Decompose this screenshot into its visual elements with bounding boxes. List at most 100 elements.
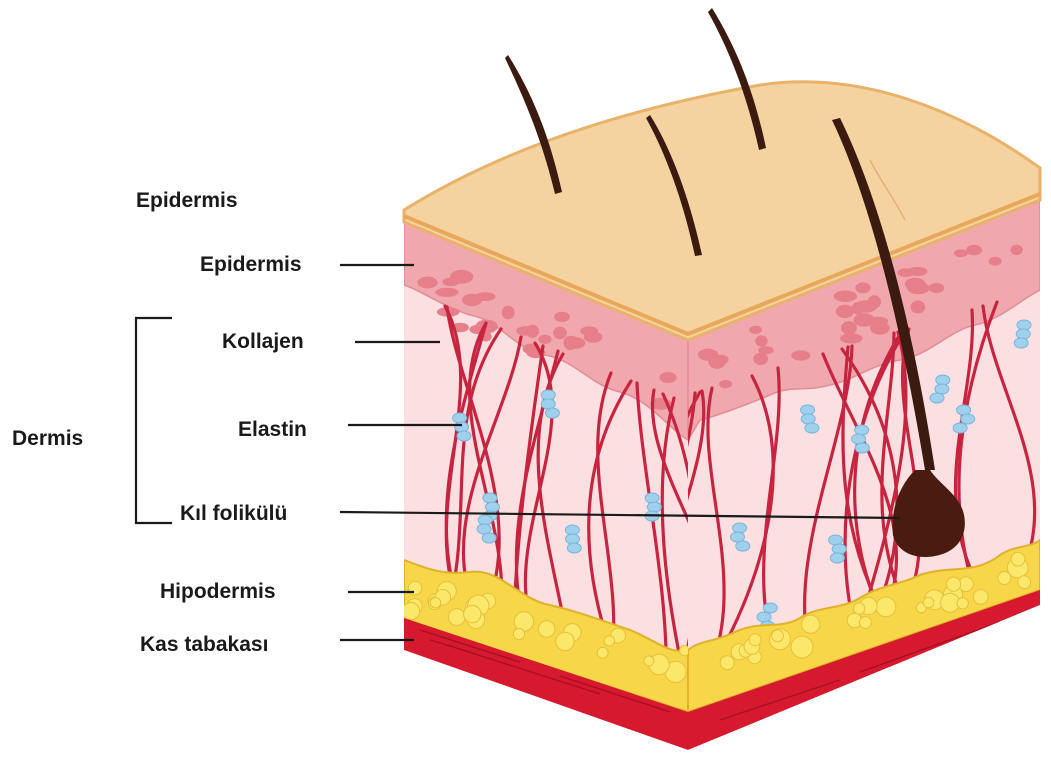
epidermis-cell	[538, 335, 551, 344]
fat-cell	[1018, 576, 1031, 589]
elastin-dot	[829, 535, 843, 545]
elastin-dot	[930, 393, 944, 403]
elastin-dot	[855, 443, 869, 453]
elastin-dot	[482, 533, 496, 543]
epidermis-cell	[911, 301, 926, 314]
label-kas-tabakasi: Kas tabakası	[140, 634, 268, 655]
epidermis-cell	[462, 294, 482, 306]
elastin-dot	[453, 413, 467, 423]
fat-cell	[772, 630, 784, 642]
fat-cell	[402, 602, 419, 619]
epidermis-cell	[989, 257, 1002, 266]
dermis-bracket	[136, 318, 172, 523]
elastin-dot	[757, 612, 771, 622]
elastin-dot	[801, 414, 815, 424]
elastin-dot	[953, 423, 967, 433]
epidermis-cell	[564, 336, 577, 350]
fat-cell	[923, 597, 934, 608]
label-kil-folikulu: Kıl folikülü	[180, 503, 287, 524]
fat-cell	[876, 597, 896, 617]
elastin-dot	[1014, 338, 1028, 348]
epidermis-cell	[836, 305, 854, 318]
elastin-dot	[830, 553, 844, 563]
fat-cell	[957, 598, 968, 609]
fat-cell	[604, 636, 614, 646]
fat-cell	[791, 636, 813, 658]
epidermis-cell	[554, 312, 570, 322]
label-hipodermis: Hipodermis	[160, 581, 276, 602]
epidermis-cell	[755, 335, 767, 347]
fat-cell	[448, 609, 465, 626]
fat-cell	[556, 632, 574, 650]
epidermis-cell	[749, 326, 762, 334]
epidermis-cell	[418, 277, 438, 289]
fat-cell	[973, 590, 988, 605]
fat-cell	[464, 605, 481, 622]
epidermis-cell	[905, 278, 926, 291]
epidermis-cell	[870, 322, 890, 335]
fat-cell	[854, 603, 865, 614]
epidermis-cell	[855, 282, 870, 293]
elastin-dot	[832, 544, 846, 554]
fat-cell	[860, 617, 872, 629]
epidermis-cell	[553, 327, 567, 340]
elastin-dot	[645, 493, 659, 503]
fat-cell	[644, 656, 654, 666]
elastin-dot	[567, 543, 581, 553]
epidermis-cell	[791, 350, 810, 360]
elastin-dot	[455, 422, 469, 432]
fat-cell	[1011, 552, 1025, 566]
elastin-dot	[541, 399, 555, 409]
fat-cell	[749, 634, 761, 646]
elastin-dot	[805, 423, 819, 433]
elastin-dot	[1017, 320, 1031, 330]
epidermis-cell	[841, 321, 857, 335]
elastin-dot	[733, 523, 747, 533]
fat-cell	[946, 577, 960, 591]
elastin-dot	[801, 405, 815, 415]
label-kollajen: Kollajen	[222, 331, 304, 352]
elastin-dot	[852, 434, 866, 444]
elastin-dot	[486, 502, 500, 512]
elastin-dot	[566, 534, 580, 544]
epidermis-cell	[840, 333, 863, 343]
epidermis-cell	[834, 291, 858, 302]
epidermis-cell	[719, 380, 732, 388]
elastin-dot	[457, 431, 471, 441]
label-epidermis: Epidermis	[200, 254, 302, 275]
fat-cell	[720, 656, 734, 670]
epidermis-cell	[584, 332, 603, 343]
epidermis-cell	[954, 249, 968, 257]
elastin-dot	[477, 524, 491, 534]
epidermis-cell	[854, 300, 877, 312]
fat-cell	[597, 647, 608, 658]
fat-cell	[998, 572, 1011, 585]
label-elastin: Elastin	[238, 419, 307, 440]
elastin-dot	[731, 532, 745, 542]
elastin-dot	[957, 405, 971, 415]
label-epidermis-heading: Epidermis	[136, 190, 238, 211]
elastin-dot	[545, 408, 559, 418]
elastin-dot	[763, 603, 777, 613]
epidermis-cell	[516, 326, 536, 336]
elastin-dot	[961, 414, 975, 424]
elastin-dot	[565, 525, 579, 535]
elastin-dot	[647, 502, 661, 512]
epidermis-cell	[1010, 245, 1022, 255]
epidermis-cell	[435, 288, 458, 297]
elastin-dot	[936, 375, 950, 385]
elastin-dot	[1016, 329, 1030, 339]
fat-cell	[802, 615, 820, 633]
epidermis-cell	[929, 283, 944, 293]
epidermis-cell	[442, 278, 459, 287]
fat-cell	[513, 628, 524, 639]
epidermis-cell	[660, 372, 677, 383]
epidermis-cell	[907, 267, 927, 276]
fat-cell	[538, 621, 555, 638]
epidermis-cell	[753, 353, 768, 365]
epidermis-cell	[708, 355, 726, 369]
epidermis-cell	[502, 306, 515, 320]
label-dermis: Dermis	[12, 428, 83, 449]
elastin-dot	[478, 515, 492, 525]
epidermis-cell	[966, 245, 982, 256]
